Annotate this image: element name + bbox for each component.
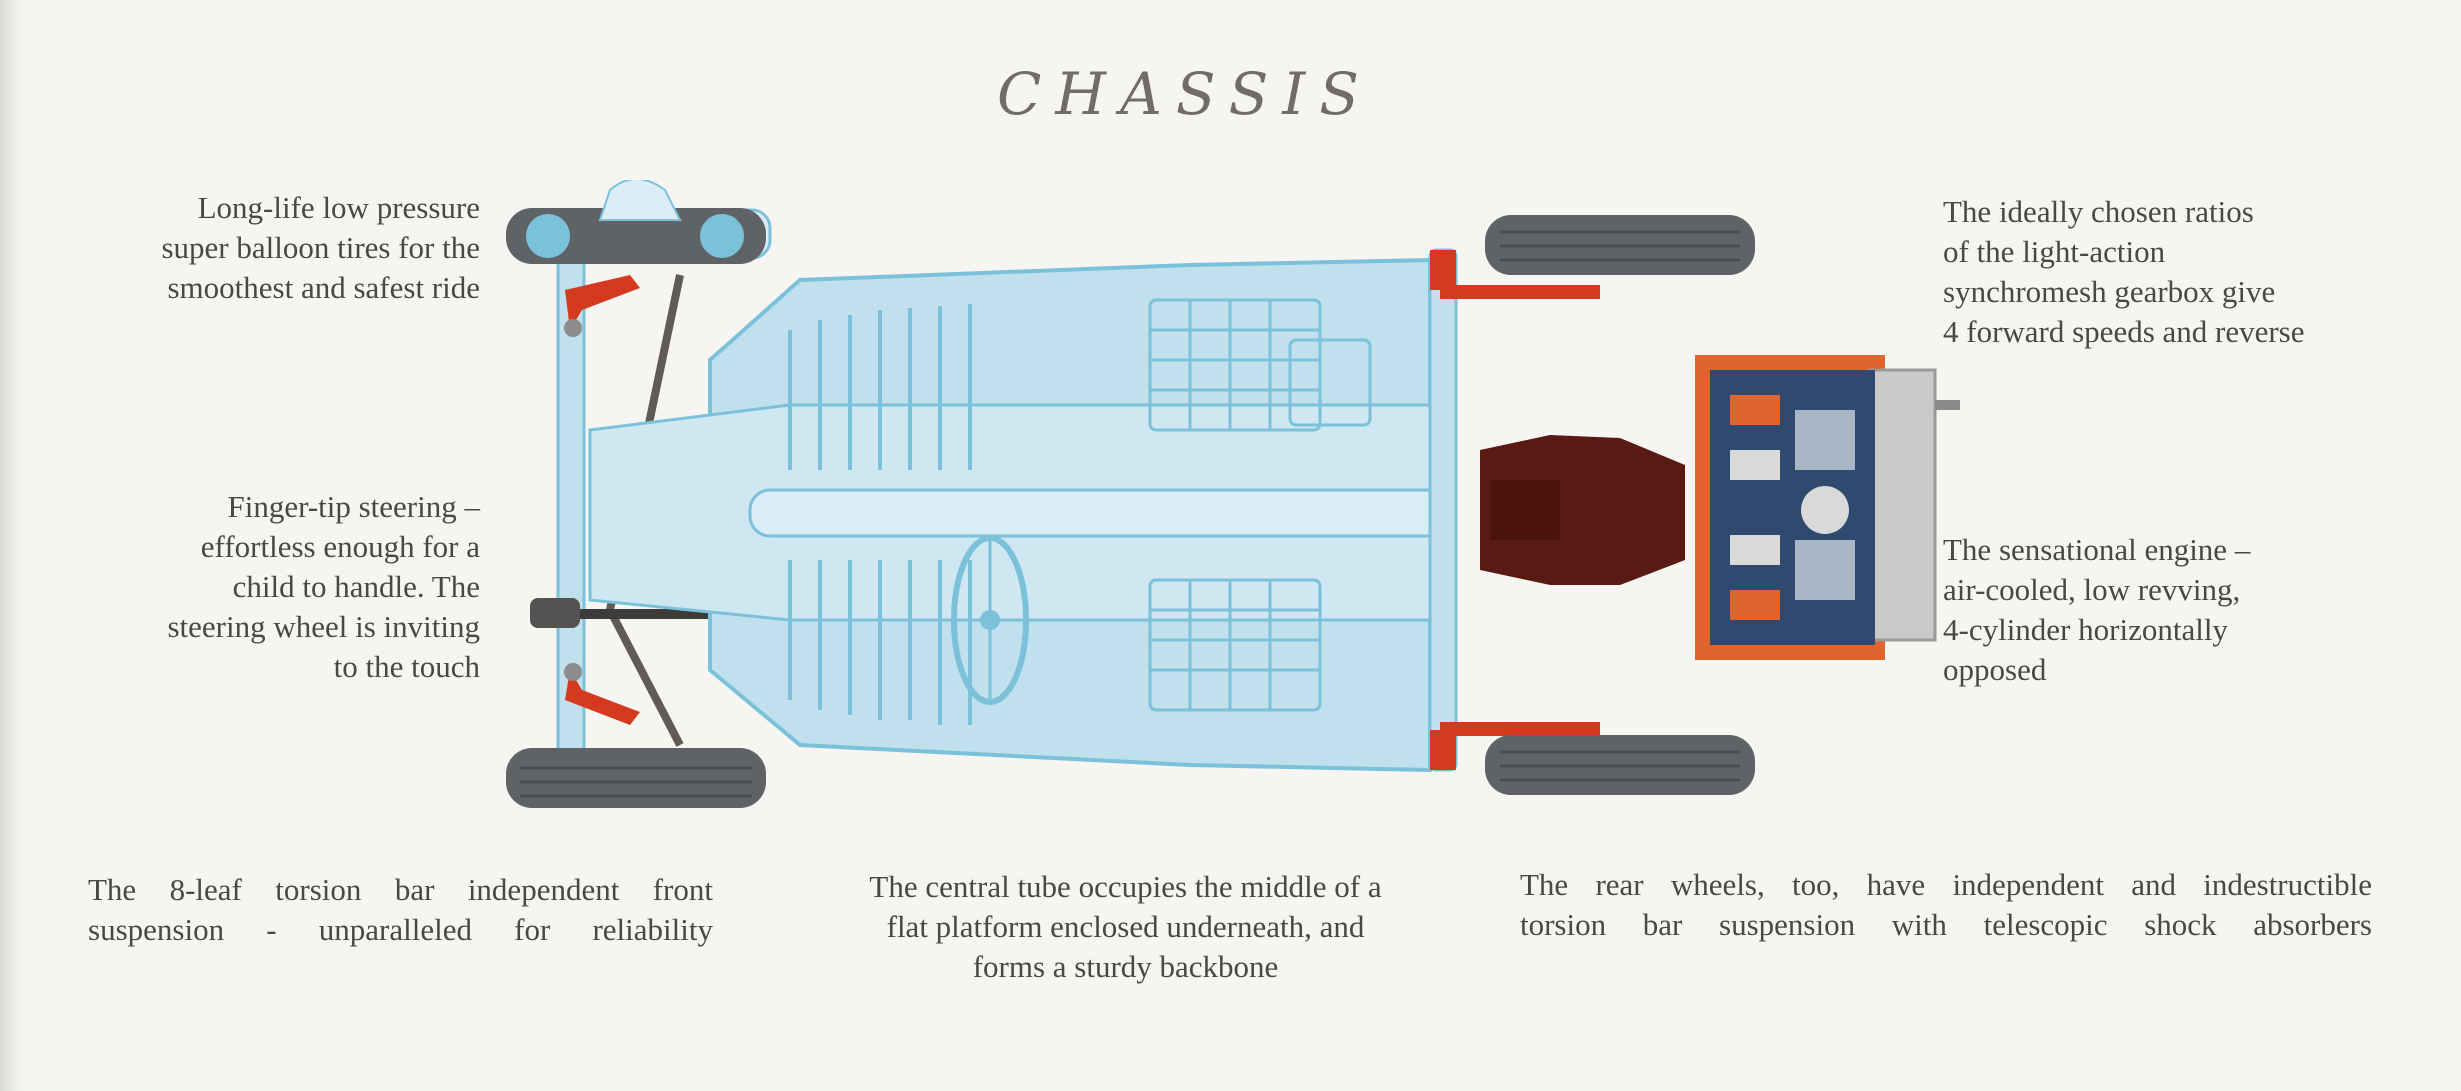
caption-line: flat platform enclosed underneath, and bbox=[886, 909, 1365, 944]
caption-line: opposed bbox=[1943, 652, 2047, 687]
caption-line: 4 forward speeds and reverse bbox=[1943, 314, 2305, 349]
floor-platform bbox=[588, 257, 1452, 773]
caption-line: The central tube occupies the middle of … bbox=[869, 869, 1382, 904]
floor-ribs bbox=[788, 304, 972, 725]
caption-line: smoothest and safest ride bbox=[167, 270, 480, 305]
caption-line: The rear wheels, too, have independent a… bbox=[1520, 867, 2372, 902]
caption-line: synchromesh gearbox give bbox=[1943, 274, 2276, 309]
caption-line: forms a sturdy backbone bbox=[972, 949, 1279, 984]
caption-tires: Long-life low pressure super balloon tir… bbox=[60, 188, 480, 308]
caption-steering: Finger-tip steering – effortless enough … bbox=[60, 487, 480, 687]
caption-line: suspension - unparalleled for reliabilit… bbox=[88, 912, 713, 947]
front-left-tire bbox=[506, 180, 766, 264]
front-suspension-arms bbox=[564, 275, 640, 725]
seat-grids bbox=[1148, 298, 1372, 712]
rear-left-tire bbox=[1485, 215, 1755, 275]
caption-line: of the light-action bbox=[1943, 234, 2166, 269]
caption-line: steering wheel is inviting bbox=[167, 609, 480, 644]
page-fold-shadow bbox=[0, 0, 22, 1091]
front-right-tire bbox=[506, 748, 766, 808]
caption-line: Finger-tip steering – bbox=[227, 489, 481, 524]
caption-line: Long-life low pressure bbox=[197, 190, 480, 225]
caption-line: The 8-leaf torsion bar independent front bbox=[88, 872, 713, 907]
caption-line: child to handle. The bbox=[232, 569, 480, 604]
caption-line: super balloon tires for the bbox=[161, 230, 480, 265]
steering-wheel bbox=[951, 535, 1029, 705]
caption-line: effortless enough for a bbox=[200, 529, 480, 564]
rear-right-tire bbox=[1485, 735, 1755, 795]
engine bbox=[1695, 355, 1960, 660]
caption-line: air-cooled, low revving, bbox=[1943, 572, 2241, 607]
caption-line: 4-cylinder horizontally bbox=[1943, 612, 2228, 647]
caption-central-tube: The central tube occupies the middle of … bbox=[808, 867, 1443, 987]
caption-line: to the touch bbox=[333, 649, 480, 684]
caption-rear-suspension: The rear wheels, too, have independent a… bbox=[1520, 865, 2372, 945]
caption-line: The sensational engine – bbox=[1943, 532, 2251, 567]
caption-gearbox: The ideally chosen ratios of the light-a… bbox=[1943, 192, 2383, 352]
chassis-illustration bbox=[506, 180, 1960, 808]
caption-line: The ideally chosen ratios bbox=[1943, 194, 2254, 229]
gearbox bbox=[1480, 435, 1685, 585]
caption-engine: The sensational engine – air-cooled, low… bbox=[1943, 530, 2383, 690]
page-title: CHASSIS bbox=[997, 60, 1373, 128]
rear-torsion-housing bbox=[1428, 248, 1600, 772]
caption-front-suspension: The 8-leaf torsion bar independent front… bbox=[88, 870, 713, 950]
caption-line: torsion bar suspension with telescopic s… bbox=[1520, 907, 2372, 942]
